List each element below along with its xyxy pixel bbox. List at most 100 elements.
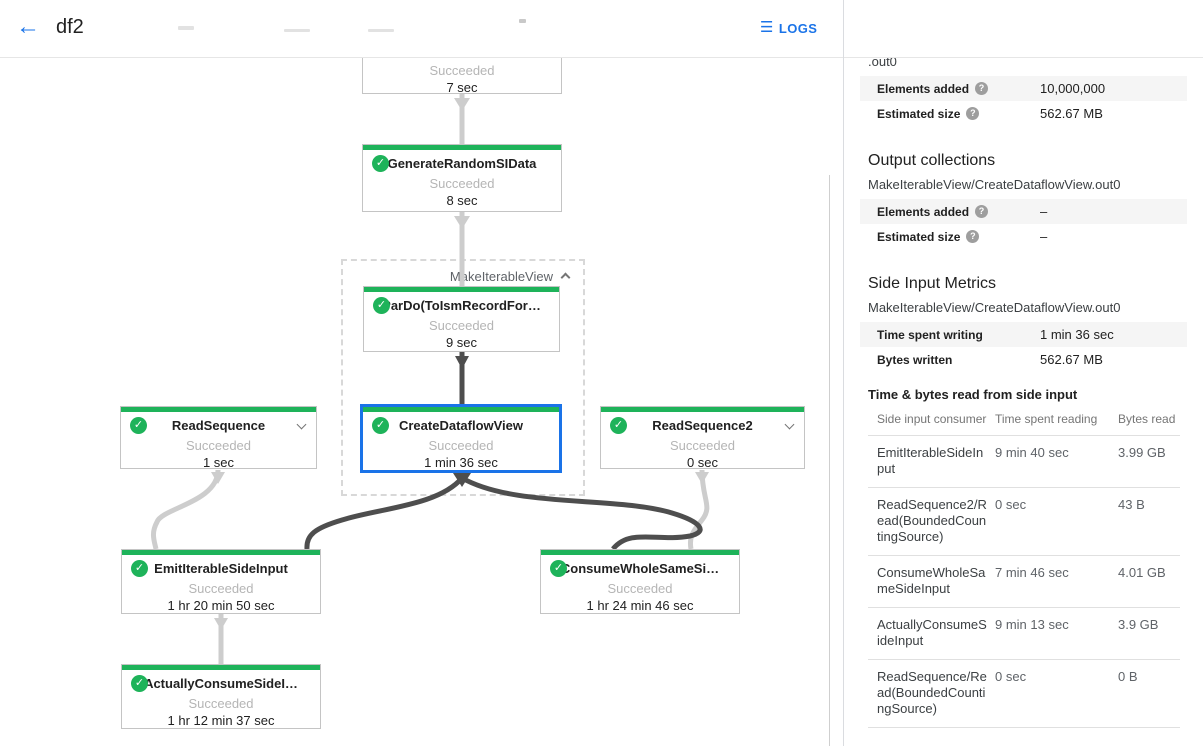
time-cell: 7 min 46 sec — [995, 565, 1069, 580]
redacted-text — [519, 19, 526, 23]
metric-value: – — [1040, 229, 1048, 244]
side-input-write-metrics: Time spent writing 1 min 36 sec Bytes wr… — [860, 322, 1187, 372]
node-duration: 0 sec — [686, 455, 719, 470]
metric-label: Time spent writing — [877, 327, 983, 342]
metric-label: Estimated size — [877, 106, 961, 121]
check-icon: ✓ — [550, 560, 567, 577]
graph-node-emititerablesideinput[interactable]: ✓ EmitIterableSideInput Succeeded 1 hr 2… — [121, 549, 321, 614]
graph-vertical-scrollbar[interactable] — [829, 175, 830, 746]
status-bar — [364, 287, 559, 292]
graph-node-generaterandomsidata[interactable]: ✓ GenerateRandomSIData Succeeded 8 sec — [362, 144, 562, 212]
node-duration: 1 sec — [202, 455, 235, 470]
pipeline-edges — [151, 94, 710, 664]
node-status: Succeeded — [185, 438, 252, 453]
bytes-cell: 43 B — [1118, 497, 1145, 512]
panel-body[interactable]: .out0 Elements added? 10,000,000 Estimat… — [844, 58, 1203, 746]
node-title: GenerateRandomSIData — [387, 156, 537, 171]
chevron-down-icon[interactable] — [784, 419, 795, 430]
group-label[interactable]: MakeIterableView — [449, 269, 553, 284]
redacted-text — [178, 26, 194, 30]
node-title: ConsumeWholeSameSi… — [560, 561, 720, 576]
logs-button-label: LOGS — [778, 20, 818, 36]
node-duration: 1 min 36 sec — [424, 455, 498, 470]
time-cell: 9 min 40 sec — [995, 445, 1069, 460]
time-cell: 0 sec — [995, 669, 1027, 684]
step-details-panel: × Step .out0 Elements added? 10,000,000 … — [844, 0, 1203, 746]
node-title: EmitIterableSideInput — [154, 561, 288, 576]
status-bar — [601, 407, 804, 412]
status-bar — [363, 145, 561, 150]
check-icon: ✓ — [373, 297, 390, 314]
metric-row: Elements added? 10,000,000 — [860, 76, 1187, 101]
bytes-cell: 3.9 GB — [1118, 617, 1159, 632]
graph-node-consumewholesamesideinput[interactable]: ✓ ConsumeWholeSameSi… Succeeded 1 hr 24 … — [540, 549, 740, 614]
output-collection-metrics: Elements added? – Estimated size? – — [860, 199, 1187, 249]
table-header-row: Side input consumer Time spent reading B… — [868, 406, 1180, 436]
status-bar — [122, 665, 320, 670]
node-status: Succeeded — [428, 438, 494, 453]
metric-value: 562.67 MB — [1040, 106, 1103, 121]
graph-node-pardo-toismrecord[interactable]: ✓ ParDo(ToIsmRecordFor… Succeeded 9 sec — [363, 286, 560, 352]
metric-value: – — [1040, 204, 1048, 219]
consumer-cell: ConsumeWholeSameSideInput — [877, 565, 986, 596]
chevron-down-icon[interactable] — [296, 419, 307, 430]
status-bar — [122, 550, 320, 555]
job-title: df2 — [56, 16, 84, 38]
graph-node-readsequence2[interactable]: ✓ ReadSequence2 Succeeded 0 sec — [600, 406, 805, 470]
metric-row: Elements added? – — [860, 199, 1187, 224]
bytes-cell: 0 B — [1118, 669, 1138, 684]
logs-button[interactable]: ☰ LOGS — [760, 19, 817, 37]
node-duration: 1 hr 12 min 37 sec — [167, 713, 275, 728]
graph-node-partial[interactable]: Succeeded 7 sec — [362, 58, 562, 95]
table-row: ActuallyConsumeSideInput 9 min 13 sec 3.… — [868, 608, 1180, 660]
node-title: ReadSequence — [171, 418, 266, 433]
back-arrow-icon[interactable]: ← — [16, 13, 40, 40]
side-input-table-heading: Time & bytes read from side input — [868, 387, 1078, 402]
node-duration: 8 sec — [446, 193, 478, 208]
graph-node-createdataflowview[interactable]: ✓ CreateDataflowView Succeeded 1 min 36 … — [360, 404, 562, 473]
column-header: Time spent reading — [995, 412, 1098, 426]
side-input-table: Side input consumer Time spent reading B… — [868, 406, 1180, 728]
list-icon: ☰ — [760, 19, 774, 36]
table-row: ConsumeWholeSameSideInput 7 min 46 sec 4… — [868, 556, 1180, 608]
node-title: ReadSequence2 — [652, 418, 753, 433]
status-bar — [541, 550, 739, 555]
column-header: Bytes read — [1118, 412, 1176, 426]
help-icon[interactable]: ? — [966, 107, 980, 120]
help-icon[interactable]: ? — [966, 230, 980, 243]
pipeline-graph: MakeIterableView Succe — [0, 58, 830, 746]
metric-value: 10,000,000 — [1040, 81, 1106, 96]
panel-divider — [843, 0, 844, 746]
status-bar — [121, 407, 316, 412]
check-icon: ✓ — [131, 560, 148, 577]
metric-row: Estimated size? – — [860, 224, 1187, 249]
consumer-cell: ReadSequence/Read(BoundedCountingSource) — [877, 669, 987, 716]
node-duration: 9 sec — [445, 335, 478, 350]
table-row: EmitIterableSideInput 9 min 40 sec 3.99 … — [868, 436, 1180, 488]
graph-node-actuallyconsumesideinput[interactable]: ✓ ActuallyConsumeSideI… Succeeded 1 hr 1… — [121, 664, 321, 729]
node-title: ActuallyConsumeSideI… — [144, 676, 298, 691]
table-row: ReadSequence/Read(BoundedCountingSource)… — [868, 660, 1180, 728]
redacted-text — [368, 29, 394, 32]
node-status: Succeeded — [429, 176, 495, 191]
status-bar — [363, 407, 559, 412]
consumer-cell: ReadSequence2/Read(BoundedCountingSource… — [877, 497, 987, 544]
node-status: Succeeded — [669, 438, 736, 453]
metric-row: Time spent writing 1 min 36 sec — [860, 322, 1187, 347]
node-status: Succeeded — [429, 63, 495, 78]
metric-value: 1 min 36 sec — [1040, 327, 1114, 342]
side-input-metrics-heading: Side Input Metrics — [868, 275, 997, 292]
node-title: CreateDataflowView — [398, 418, 524, 433]
metric-row: Estimated size? 562.67 MB — [860, 101, 1187, 126]
bytes-cell: 4.01 GB — [1118, 565, 1166, 580]
help-icon[interactable]: ? — [975, 205, 989, 218]
metric-label: Elements added — [877, 81, 970, 96]
redacted-text — [284, 29, 310, 32]
help-icon[interactable]: ? — [975, 82, 989, 95]
table-row: ReadSequence2/Read(BoundedCountingSource… — [868, 488, 1180, 556]
graph-node-readsequence[interactable]: ✓ ReadSequence Succeeded 1 sec — [120, 406, 317, 470]
node-status: Succeeded — [188, 581, 254, 596]
consumer-cell: EmitIterableSideInput — [877, 445, 984, 476]
output-collections-heading: Output collections — [868, 152, 996, 169]
